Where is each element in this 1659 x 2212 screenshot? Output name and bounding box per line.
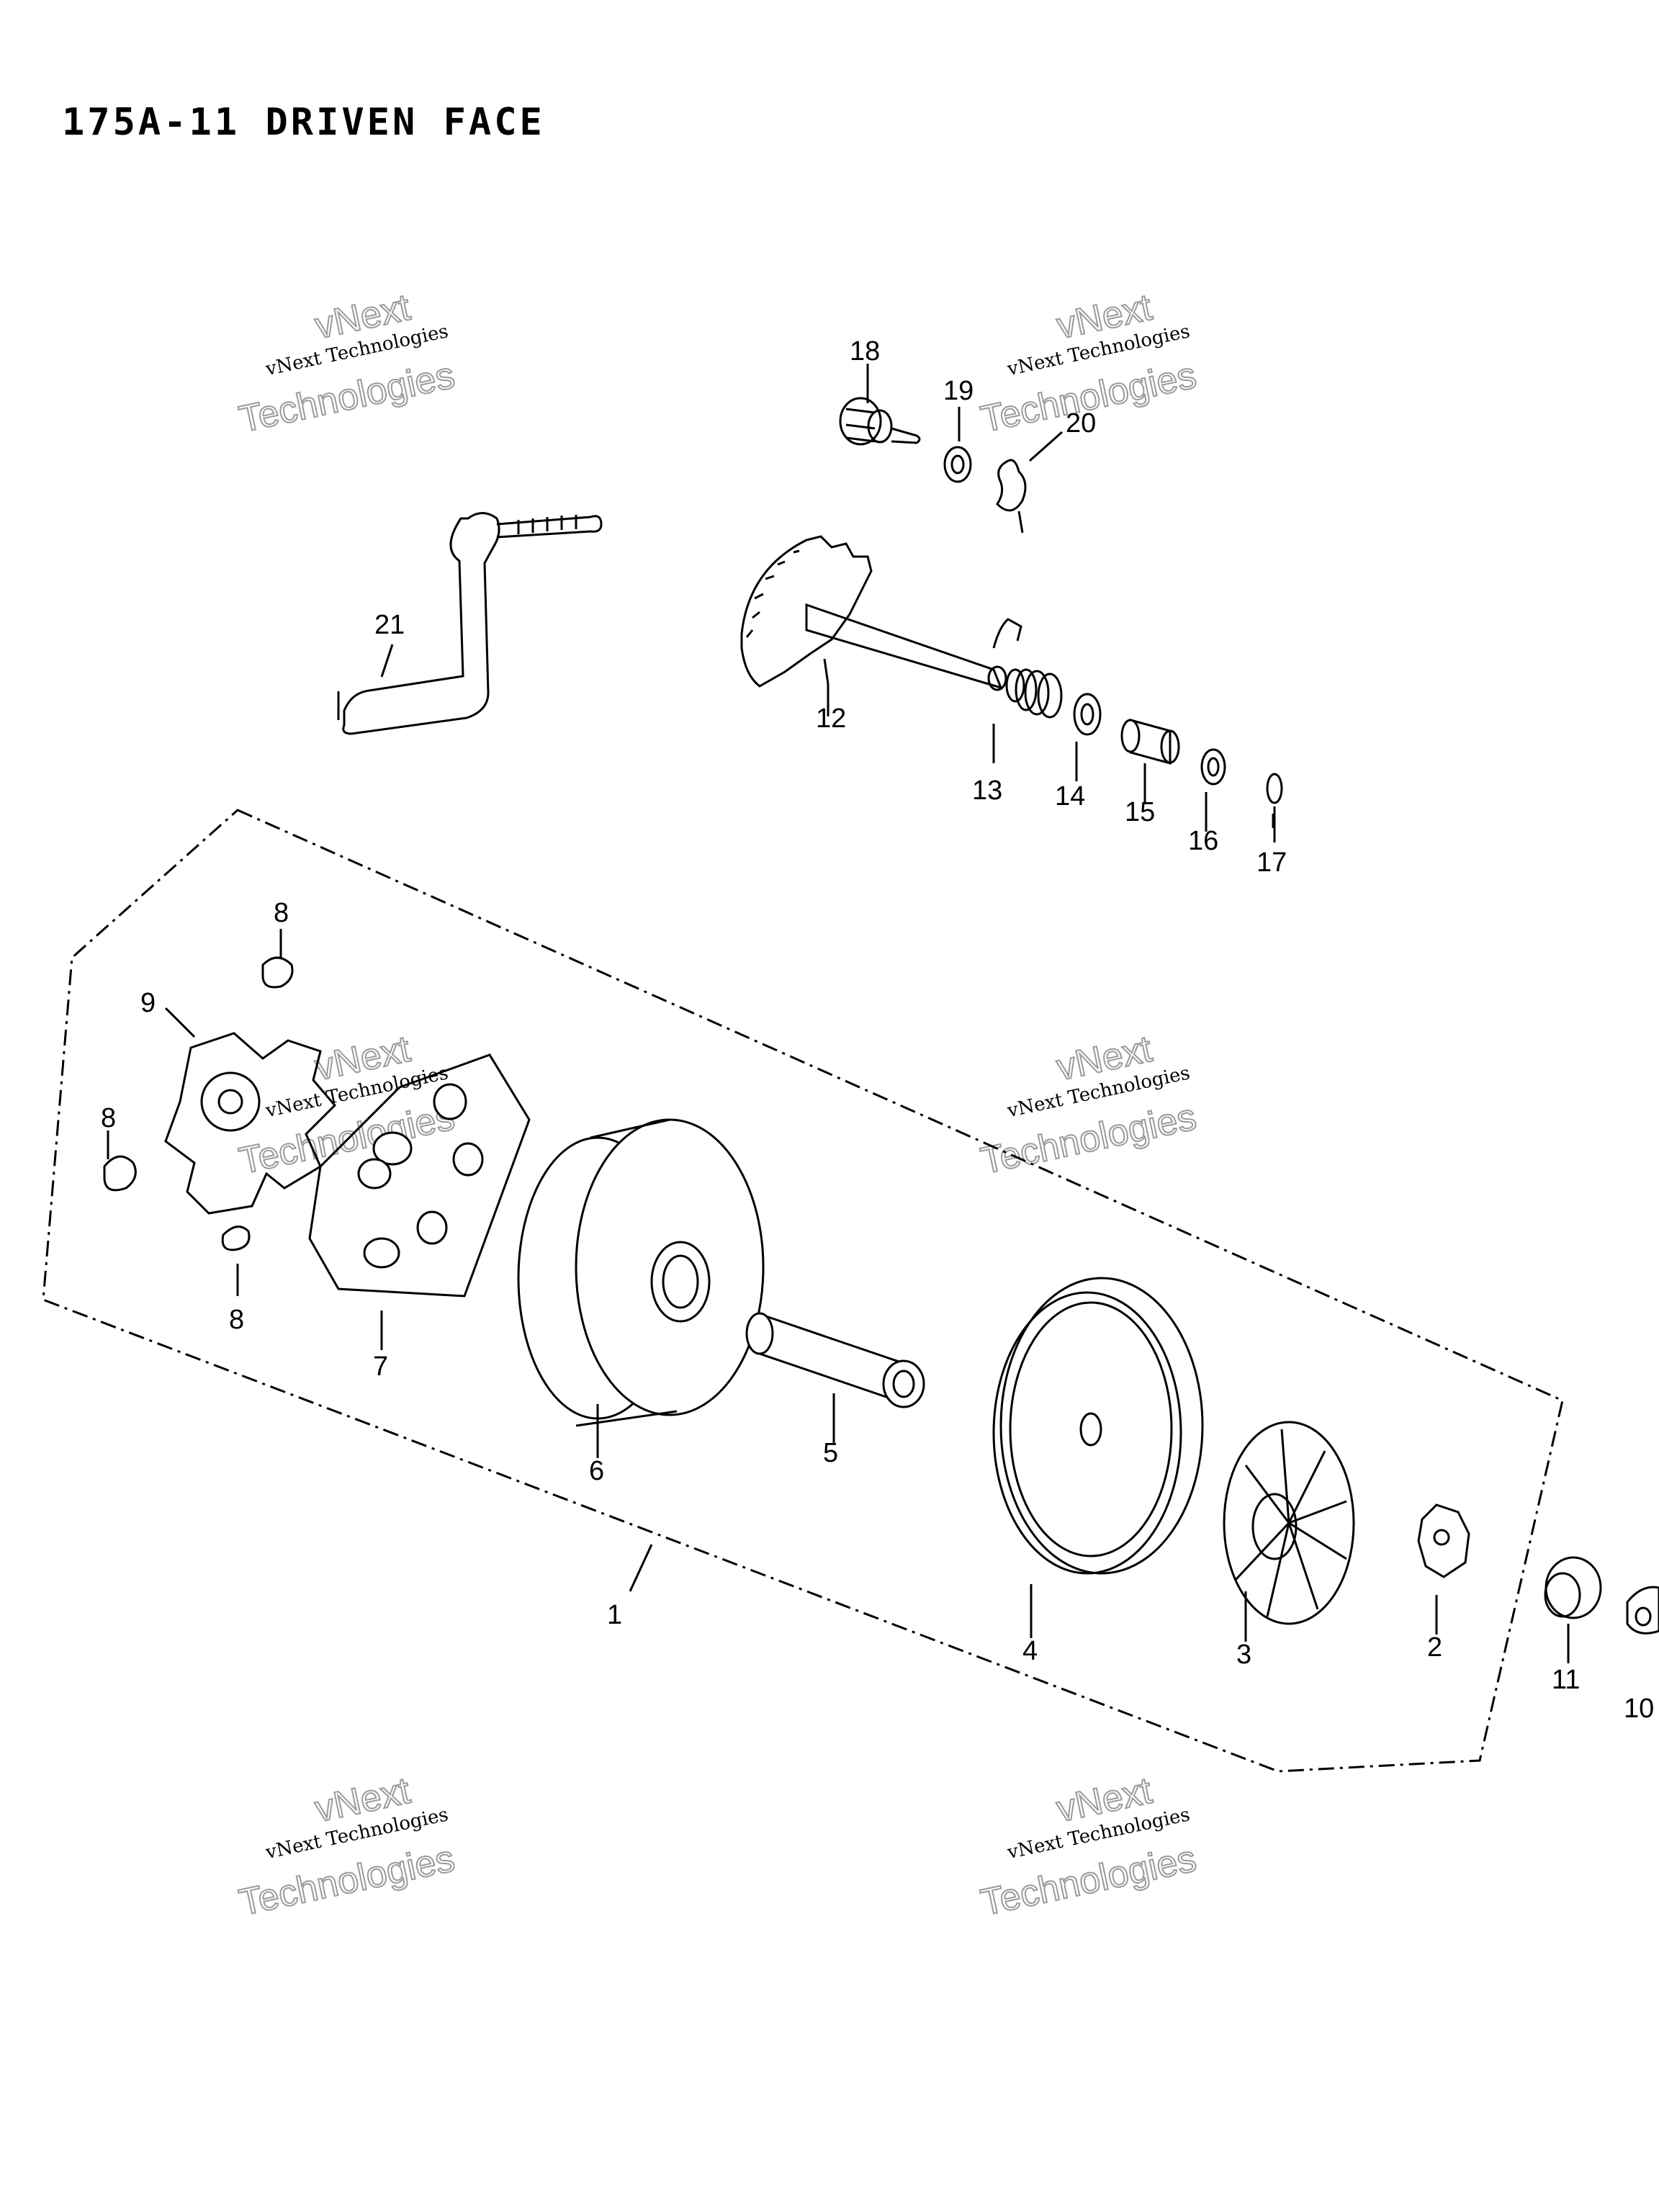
- watermark-mid-left: vNext vNext Technologies Technologies: [235, 1028, 459, 1183]
- part-2-plate: [1417, 1503, 1470, 1578]
- part-9-clutch-carrier: [164, 1032, 337, 1215]
- part-7-clutch-shoe: [308, 1053, 531, 1298]
- part-13-kick-spring: [992, 618, 1063, 719]
- assembly-outline: [42, 809, 1564, 1773]
- part-18-drive-gear: [839, 397, 921, 446]
- callout-18: 18: [850, 336, 880, 367]
- callout-6: 6: [589, 1456, 604, 1486]
- watermark-bottom-left: vNext vNext Technologies Technologies: [235, 1769, 459, 1925]
- callout-8-left: 8: [101, 1103, 116, 1133]
- part-5-collar: [745, 1312, 925, 1408]
- callout-7: 7: [373, 1352, 388, 1382]
- part-14-washer: [1073, 693, 1102, 736]
- callout-4: 4: [1022, 1636, 1038, 1666]
- callout-14: 14: [1055, 781, 1085, 811]
- callout-12: 12: [816, 703, 846, 734]
- callout-8-bottom: 8: [229, 1305, 244, 1335]
- part-10-nut: [1626, 1586, 1659, 1635]
- leader-lines: [107, 364, 1570, 1663]
- part-20-clip: [996, 459, 1027, 534]
- callout-11: 11: [1552, 1665, 1580, 1695]
- callout-19: 19: [943, 376, 974, 406]
- callout-10: 10: [1624, 1694, 1654, 1724]
- callout-1: 1: [607, 1600, 622, 1630]
- watermark-mid-right: vNext vNext Technologies Technologies: [976, 1028, 1200, 1183]
- diagram-title: 175A-11 DRIVEN FACE: [62, 101, 545, 144]
- callout-5: 5: [823, 1438, 838, 1468]
- part-11-washer: [1544, 1556, 1602, 1619]
- part-4-driven-gear: [992, 1277, 1204, 1575]
- part-19-washer: [943, 446, 972, 483]
- part-6-driven-pulley: [517, 1118, 765, 1427]
- callout-16: 16: [1188, 826, 1218, 856]
- callout-17: 17: [1256, 848, 1287, 878]
- callout-13: 13: [972, 775, 1002, 806]
- part-8-clip-bottom: [221, 1226, 251, 1251]
- callout-2: 2: [1427, 1632, 1442, 1663]
- callout-9: 9: [140, 988, 156, 1018]
- watermark-bottom-right: vNext vNext Technologies Technologies: [976, 1769, 1200, 1925]
- part-17-circlip: [1266, 773, 1283, 804]
- part-3-cooling-fan: [1223, 1421, 1355, 1625]
- part-21-kick-lever: [337, 512, 603, 735]
- watermark-top-left: vNext vNext Technologies Technologies: [235, 286, 459, 441]
- part-16-washer: [1200, 748, 1226, 786]
- callout-numbers: 18 19 20 21 12 13 14 15 16 17 8 9 8 8 7 …: [101, 336, 1654, 1724]
- callout-15: 15: [1125, 797, 1155, 827]
- callout-21: 21: [374, 610, 405, 640]
- part-12-kick-spindle: [740, 535, 1007, 691]
- callout-8-top: 8: [274, 898, 289, 928]
- part-15-bushing: [1120, 719, 1180, 765]
- callout-3: 3: [1236, 1640, 1251, 1670]
- part-8-clip-top: [261, 956, 294, 989]
- callout-20: 20: [1066, 408, 1096, 439]
- part-8-clip-left: [103, 1155, 137, 1192]
